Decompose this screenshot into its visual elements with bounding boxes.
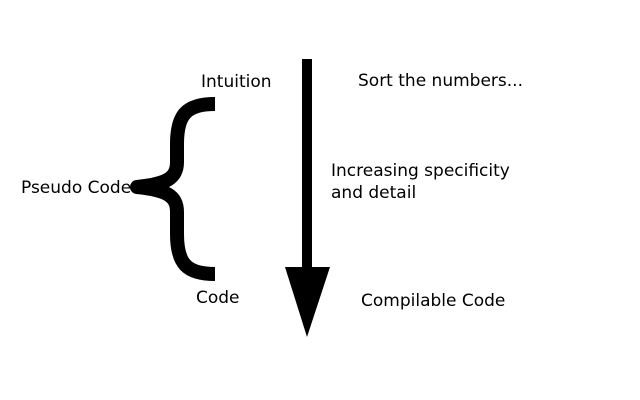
curly-brace-icon (130, 97, 216, 281)
arrow-caption-line-1: Increasing specificity (331, 161, 510, 181)
intuition-label: Intuition (201, 72, 272, 92)
code-label: Code (196, 288, 240, 308)
curly-brace-shape (130, 97, 216, 281)
arrow-caption: Increasing specificity and detail (331, 160, 510, 204)
sort-numbers-label: Sort the numbers... (358, 71, 523, 91)
arrow-shaft (302, 59, 312, 271)
arrow-head (285, 267, 330, 337)
down-arrow-icon (285, 59, 330, 337)
arrow-caption-line-2: and detail (331, 183, 417, 203)
pseudo-code-label: Pseudo Code (21, 178, 132, 198)
compilable-code-label: Compilable Code (361, 291, 506, 311)
